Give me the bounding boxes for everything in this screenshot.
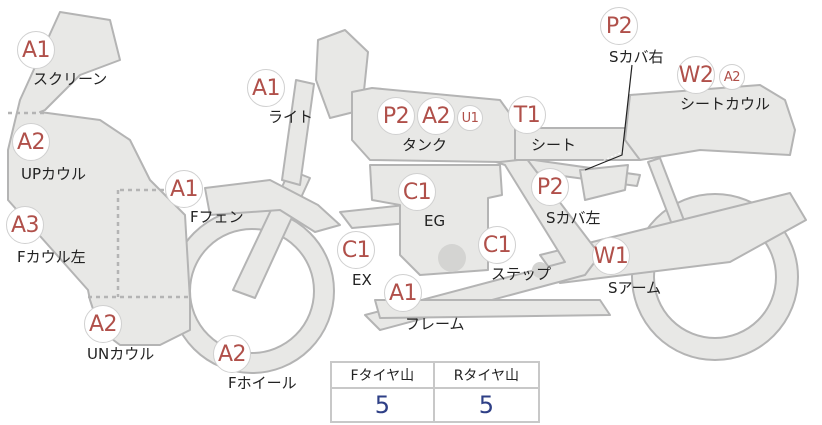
f-cowl-left-label: Fカウル左 — [17, 248, 86, 266]
s-arm-grade-badge: W1 — [592, 237, 630, 275]
screen-grade-badge: A1 — [17, 31, 55, 69]
seat-cowl-grade-badge-2: A2 — [719, 64, 745, 90]
seat-cowl — [624, 84, 796, 161]
up-cowl-label: UPカウル — [21, 165, 87, 183]
front-tire-value: 5 — [330, 387, 435, 423]
tank-grade-badge-1: P2 — [377, 97, 415, 135]
seat-cowl-label: シートカウル — [680, 95, 771, 113]
seat-label: シート — [531, 136, 577, 154]
un-cowl-grade-badge: A2 — [84, 305, 122, 343]
rear-tire-header: Rタイヤ山 — [432, 361, 541, 389]
step-grade-badge: C1 — [478, 226, 516, 264]
un-cowl-label: UNカウル — [87, 345, 155, 363]
rear-tire-value: 5 — [432, 387, 541, 423]
front-tire-header: Fタイヤ山 — [330, 361, 435, 389]
seat-grade-badge: T1 — [508, 96, 546, 134]
f-fender-label: Fフェン — [190, 208, 244, 226]
frame-grade-badge: A1 — [384, 274, 422, 312]
f-cowl-left-grade-badge: A3 — [6, 206, 44, 244]
engine-grade-badge: C1 — [398, 173, 436, 211]
side-cover-left — [579, 164, 629, 201]
seat-cowl-grade-badge-1: W2 — [677, 56, 715, 94]
screen-label: スクリーン — [33, 70, 108, 88]
f-fender-grade-badge: A1 — [165, 170, 203, 208]
tank-grade-badge-3: U1 — [457, 105, 483, 131]
s-cover-left-grade-badge: P2 — [531, 168, 569, 206]
front-fender — [204, 179, 341, 233]
s-arm-label: Sアーム — [608, 279, 662, 297]
tank-grade-badge-2: A2 — [417, 97, 455, 135]
frame-label: フレーム — [405, 315, 465, 333]
f-wheel-grade-badge: A2 — [213, 335, 251, 373]
s-cover-left-label: Sカバ左 — [546, 209, 601, 227]
f-wheel-label: Fホイール — [228, 374, 297, 392]
light-grade-badge: A1 — [247, 69, 285, 107]
step-label: ステップ — [491, 265, 552, 283]
exhaust-grade-badge: C1 — [337, 231, 375, 269]
s-cover-right-label: Sカバ右 — [609, 48, 664, 66]
up-cowl-grade-badge: A2 — [12, 123, 50, 161]
engine-label: EG — [424, 212, 446, 230]
light-label: ライト — [268, 108, 314, 126]
s-cover-right-grade-badge: P2 — [600, 7, 638, 45]
tank-label: タンク — [402, 136, 448, 154]
tire-tread-table: Fタイヤ山 Rタイヤ山 5 5 — [330, 361, 541, 423]
exhaust-label: EX — [352, 271, 372, 289]
